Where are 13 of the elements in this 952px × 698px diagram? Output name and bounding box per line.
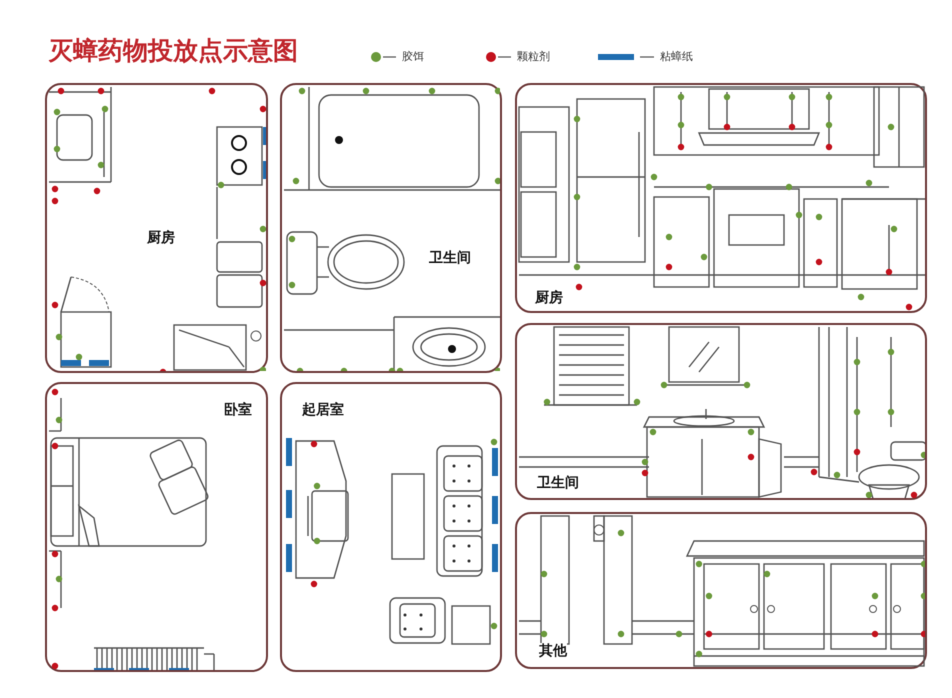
legend-label: 粘蟑纸	[660, 50, 693, 64]
room-label: 厨房	[147, 230, 175, 246]
room-label: 卫生间	[537, 475, 579, 491]
room-label: 其他	[539, 643, 567, 659]
room-panel	[280, 382, 502, 672]
room-label: 卫生间	[429, 250, 471, 266]
room-panel	[45, 382, 268, 672]
title: 灭蟑药物投放点示意图	[48, 36, 298, 66]
room-label: 起居室	[302, 402, 344, 418]
legend-label: 胶饵	[402, 50, 424, 64]
room-label: 厨房	[535, 290, 563, 306]
room-label: 卧室	[224, 402, 252, 418]
legend-label: 颗粒剂	[517, 50, 550, 64]
